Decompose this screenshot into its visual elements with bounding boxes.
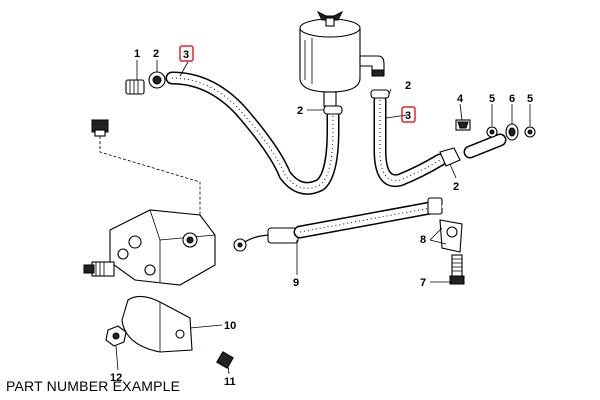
callout-2[interactable]: 2: [405, 80, 411, 92]
callout-8[interactable]: 8: [420, 234, 426, 246]
callout-3-highlighted[interactable]: 3: [179, 45, 194, 62]
callout-9[interactable]: 9: [293, 277, 299, 289]
mounting-clip: [105, 295, 234, 369]
callout-6[interactable]: 6: [509, 93, 515, 105]
callout-2[interactable]: 2: [453, 181, 459, 193]
fluid-reservoir: [299, 10, 385, 107]
steering-gear: [83, 209, 216, 286]
callout-5[interactable]: 5: [489, 93, 495, 105]
hose-clamps: [323, 89, 461, 167]
callout-3[interactable]: 3: [405, 110, 411, 122]
callout-7[interactable]: 7: [420, 277, 426, 289]
callout-2[interactable]: 2: [297, 105, 303, 117]
callout-3[interactable]: 3: [183, 49, 189, 61]
supply-hose: [373, 93, 447, 188]
return-hose: [165, 71, 340, 195]
callout-1[interactable]: 1: [134, 48, 140, 60]
line-bracket: [439, 219, 465, 285]
callout-labels: 1 2 3 2 2 3 4 5 6 5 2 8 9 7 10 12 11: [110, 45, 533, 388]
callout-2[interactable]: 2: [153, 48, 159, 60]
callout-10[interactable]: 10: [224, 320, 236, 332]
callout-3-highlighted[interactable]: 3: [401, 106, 416, 123]
callout-12[interactable]: 12: [110, 372, 122, 384]
left-pipe-assembly: [91, 71, 201, 222]
banjo-fitting-assembly: [455, 119, 536, 159]
callout-5[interactable]: 5: [527, 93, 533, 105]
callout-4[interactable]: 4: [457, 93, 464, 105]
leader-lines: [115, 60, 531, 375]
caption-part-number-example: PART NUMBER EXAMPLE: [6, 378, 181, 394]
callout-11[interactable]: 11: [224, 376, 236, 388]
pressure-line: [233, 197, 502, 252]
